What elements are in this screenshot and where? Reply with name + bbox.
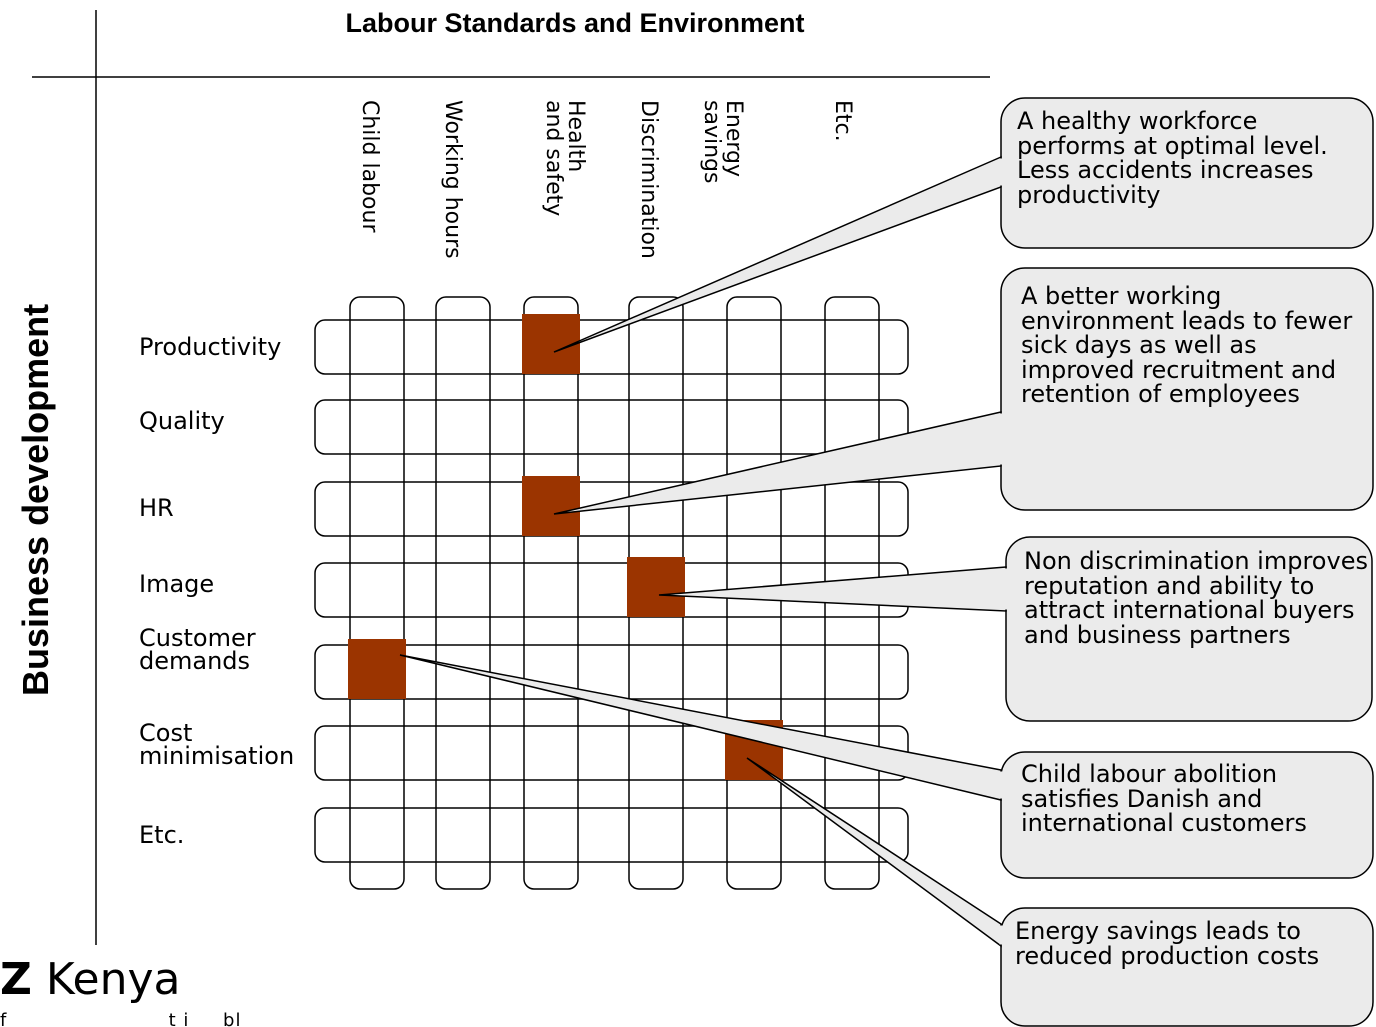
column-header: Child labour — [357, 100, 382, 233]
row-label: Productivity — [139, 333, 282, 361]
callout-tail — [553, 411, 1002, 515]
highlight-cell — [348, 639, 406, 699]
side-title: Business development — [15, 303, 56, 697]
row-label: Quality — [139, 407, 225, 435]
callout-box — [1000, 267, 1374, 511]
row-label: Etc. — [139, 821, 185, 849]
logo-name: Kenya — [31, 954, 181, 1005]
column-band — [435, 296, 491, 890]
row-band — [314, 399, 909, 455]
row-label: Cost minimisation — [139, 719, 295, 770]
callout-tail — [658, 566, 1007, 612]
callout-text: A healthy workforce performs at optimal … — [1017, 107, 1328, 209]
logo-tagline: f t i bl — [0, 1010, 242, 1027]
row-label: HR — [139, 494, 174, 522]
column-band — [523, 296, 579, 890]
callout-text: A better working environment leads to fe… — [1021, 282, 1353, 408]
callout-tail — [553, 155, 1002, 353]
column-header: Working hours — [440, 100, 465, 259]
callout-text: Energy savings leads to reduced producti… — [1015, 917, 1320, 970]
callout-box — [1005, 536, 1373, 722]
column-header: Energy savings — [699, 100, 746, 184]
highlight-cell — [522, 314, 580, 374]
logo: Z Kenya — [0, 955, 181, 1005]
highlight-cell — [522, 476, 580, 536]
column-header: Etc. — [830, 100, 855, 142]
row-band — [314, 319, 909, 375]
callout-box — [1000, 751, 1374, 879]
callout-text: Non discrimination improves reputation a… — [1024, 547, 1368, 649]
callout-text: Child labour abolition satisfies Danish … — [1021, 760, 1307, 837]
column-header: Discrimination — [636, 100, 661, 259]
column-header: Health and safety — [541, 100, 588, 217]
row-label: Image — [139, 570, 215, 598]
row-band — [314, 481, 909, 537]
row-label: Customer demands — [139, 624, 256, 675]
logo-mark: Z — [0, 954, 32, 1005]
diagram-title: Labour Standards and Environment — [345, 8, 805, 38]
callout-box — [1000, 907, 1374, 1027]
column-band — [349, 296, 405, 890]
highlight-cell — [627, 557, 685, 617]
row-band — [314, 807, 909, 863]
